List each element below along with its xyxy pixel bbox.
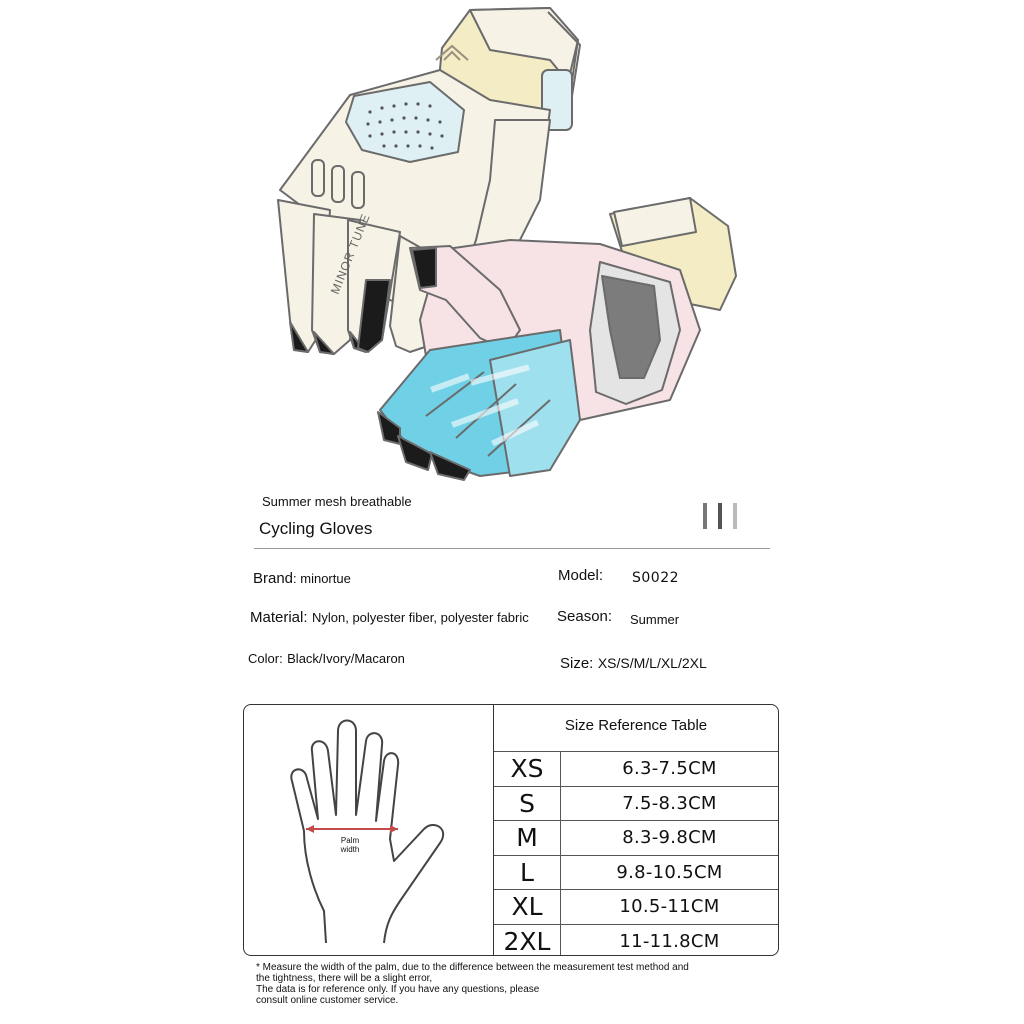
color-spec: Color: Black/Ivory/Macaron bbox=[248, 650, 405, 668]
hand-diagram: Palm width bbox=[244, 705, 494, 955]
palm-label: Palm bbox=[341, 836, 360, 845]
model-label: Model: bbox=[558, 567, 604, 584]
brand-logo-mark bbox=[435, 44, 469, 61]
size-label: Size: bbox=[560, 655, 594, 672]
range-cell: 9.8-10.5CM bbox=[616, 861, 723, 883]
material-value: Nylon, polyester fiber, polyester fabric bbox=[311, 610, 529, 625]
decorative-bars-icon bbox=[703, 503, 737, 529]
aqua-pattern bbox=[430, 364, 539, 447]
size-table: Size Reference Table XS 6.3-7.5CM S 7.5-… bbox=[494, 705, 778, 955]
range-cell: 10.5-11CM bbox=[619, 896, 720, 918]
material-spec: Material: Nylon, polyester fiber, polyes… bbox=[250, 609, 529, 627]
brand-label: Brand bbox=[253, 570, 294, 587]
size-cell: XS bbox=[494, 752, 561, 786]
size-rows: XS 6.3-7.5CM S 7.5-8.3CM M 8.3-9.8CM L 9… bbox=[494, 751, 778, 955]
note-line-2: the tightness, there will be a slight er… bbox=[256, 973, 433, 984]
model-value: S0022 bbox=[632, 570, 680, 586]
size-table-title: Size Reference Table bbox=[564, 717, 708, 734]
size-cell: XL bbox=[494, 890, 561, 924]
brand-spec: Brand: minortue bbox=[253, 570, 351, 588]
product-subtitle: Summer mesh breathable bbox=[262, 494, 412, 509]
color-value: Black/Ivory/Macaron bbox=[287, 651, 405, 666]
size-cell: L bbox=[494, 855, 561, 889]
measurement-note: * Measure the width of the palm, due to … bbox=[256, 962, 756, 1006]
color-label: Color: bbox=[248, 651, 283, 666]
brand-value: : minortue bbox=[293, 571, 351, 586]
table-row: M 8.3-9.8CM bbox=[494, 821, 778, 856]
perforation-dots bbox=[366, 102, 444, 150]
table-row: L 9.8-10.5CM bbox=[494, 855, 778, 890]
size-cell: 2XL bbox=[494, 924, 561, 955]
note-line-3: The data is for reference only. If you h… bbox=[256, 984, 540, 995]
note-line-4: consult online customer service. bbox=[256, 995, 399, 1006]
range-cell: 11-11.8CM bbox=[619, 931, 720, 953]
width-label: width bbox=[340, 845, 360, 854]
range-cell: 8.3-9.8CM bbox=[622, 827, 717, 849]
size-cell: S bbox=[494, 786, 561, 820]
material-label: Material: bbox=[250, 609, 308, 626]
season-label: Season: bbox=[557, 608, 613, 625]
size-value: XS/S/M/L/XL/2XL bbox=[597, 655, 707, 671]
season-value: Summer bbox=[630, 612, 680, 627]
size-reference-box: Palm width Size Reference Table XS 6.3-7… bbox=[243, 704, 779, 956]
title-divider bbox=[254, 548, 770, 549]
note-line-1: * Measure the width of the palm, due to … bbox=[256, 962, 689, 973]
product-title: Cycling Gloves bbox=[259, 519, 373, 538]
hand-outline-icon: Palm width bbox=[290, 719, 445, 944]
range-cell: 6.3-7.5CM bbox=[622, 758, 717, 780]
table-row: XS 6.3-7.5CM bbox=[494, 752, 778, 787]
table-row: 2XL 11-11.8CM bbox=[494, 924, 778, 955]
table-row: XL 10.5-11CM bbox=[494, 890, 778, 925]
size-spec: Size: XS/S/M/L/XL/2XL bbox=[560, 655, 707, 673]
range-cell: 7.5-8.3CM bbox=[622, 792, 717, 814]
gloves-illustration: MINOR TUNE bbox=[277, 7, 737, 481]
size-cell: M bbox=[494, 821, 561, 855]
table-row: S 7.5-8.3CM bbox=[494, 786, 778, 821]
